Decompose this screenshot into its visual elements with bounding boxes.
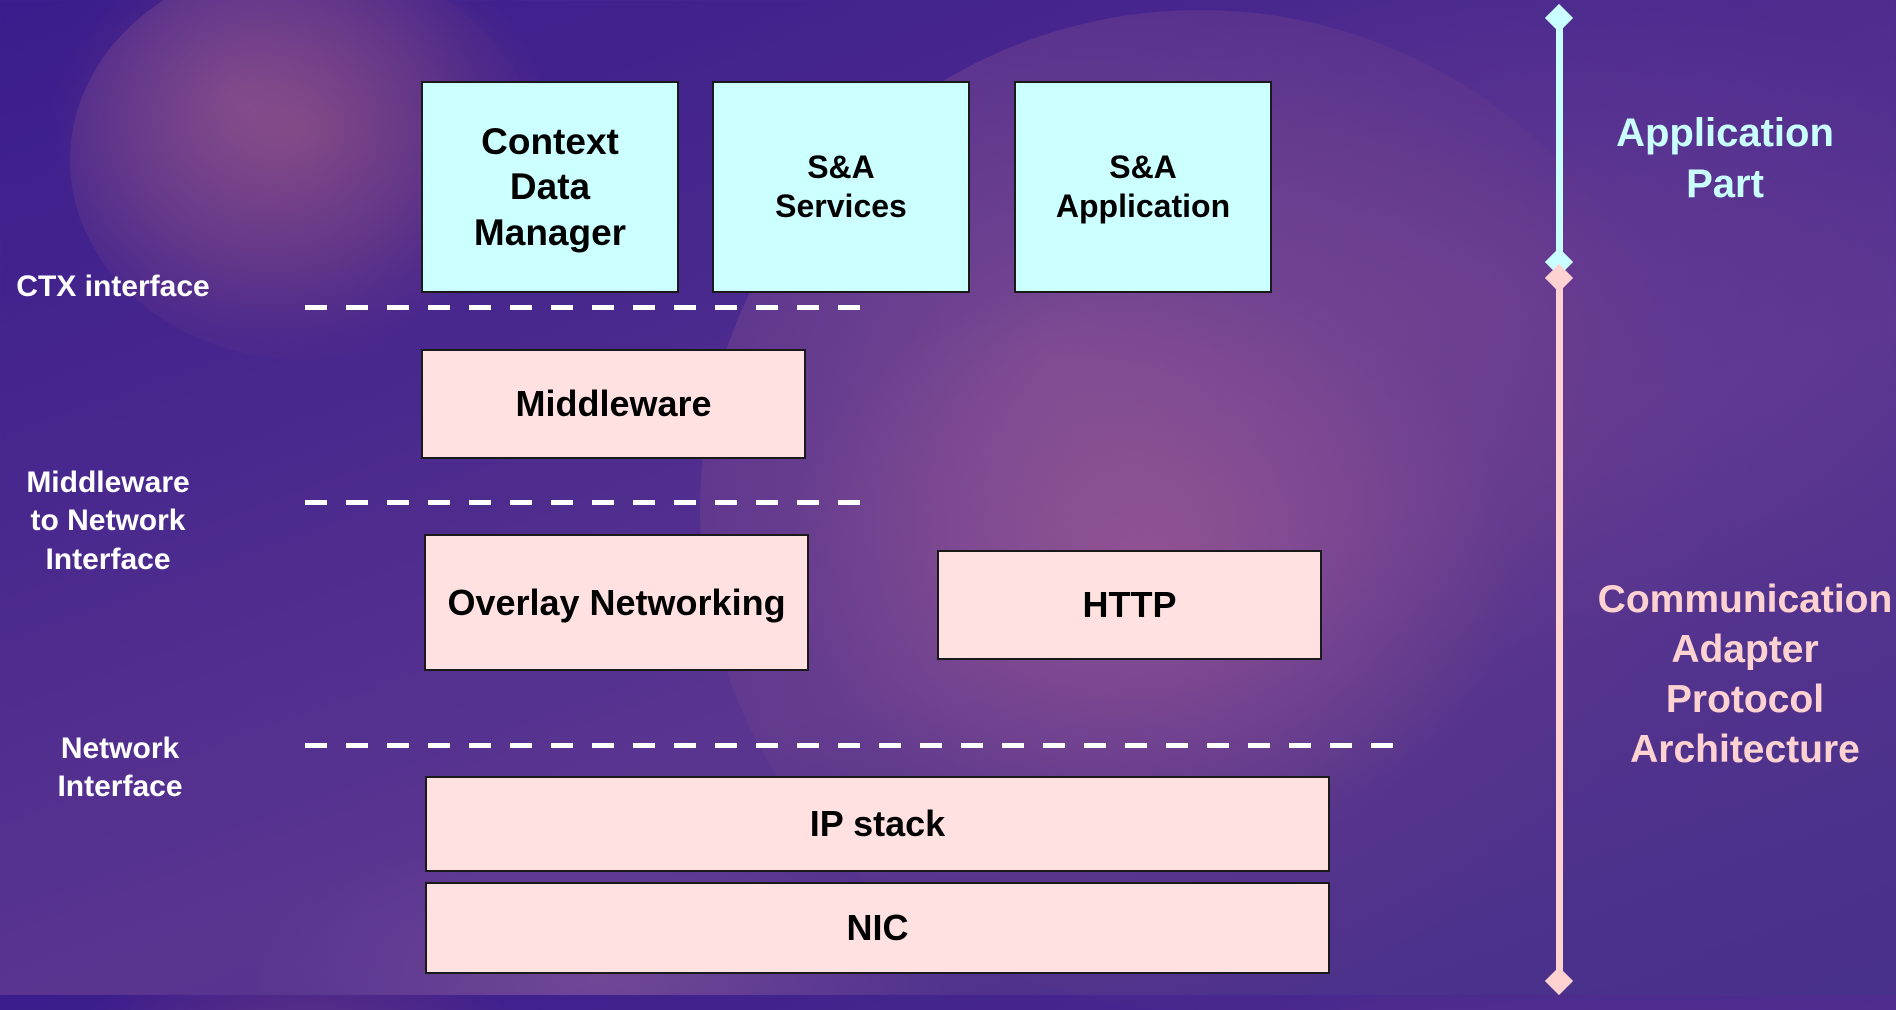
application-part-top-marker xyxy=(1544,3,1574,33)
http-box: HTTP xyxy=(937,550,1322,660)
communication-part-label: Communication Adapter Protocol Architect… xyxy=(1597,578,1893,771)
middleware-to-network-interface-label: Middleware to Network Interface xyxy=(26,466,190,576)
sa-application-box: S&A Application xyxy=(1014,81,1272,293)
ctx-interface-label: CTX interface xyxy=(16,270,210,303)
middleware-box: Middleware xyxy=(421,349,806,459)
communication-part-bottom-marker xyxy=(1544,966,1574,996)
ctx-interface-line xyxy=(305,305,865,310)
nic-box: NIC xyxy=(425,882,1330,974)
application-part-bar xyxy=(1556,18,1563,263)
application-part-label: Application Part xyxy=(1616,111,1834,207)
context-data-manager-box: Context Data Manager xyxy=(421,81,679,293)
ip-stack-box: IP stack xyxy=(425,776,1330,872)
overlay-networking-box: Overlay Networking xyxy=(424,534,809,671)
network-interface-label: Network Interface xyxy=(57,732,183,804)
network-interface-line xyxy=(305,743,1405,748)
middleware-to-network-interface-line xyxy=(305,500,865,505)
sa-services-box: S&A Services xyxy=(712,81,970,293)
communication-part-bar xyxy=(1556,276,1563,982)
